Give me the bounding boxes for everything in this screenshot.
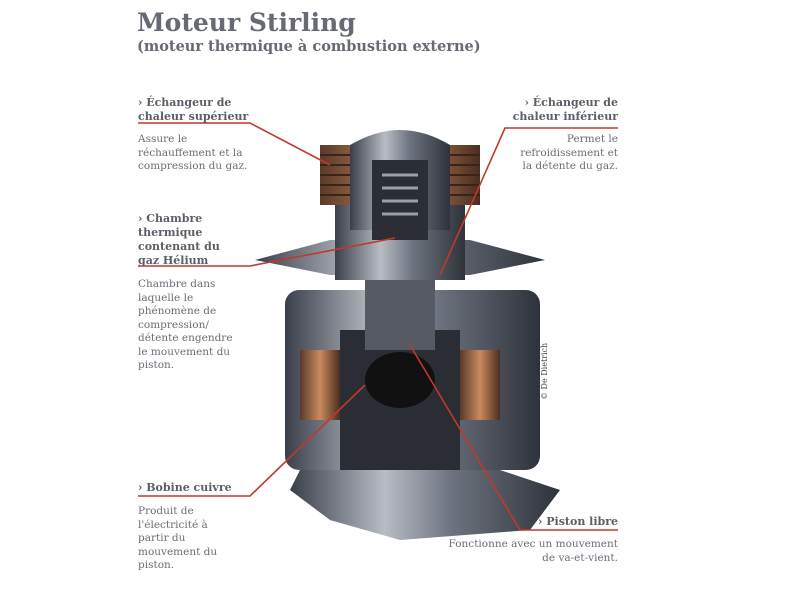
page-title: Moteur Stirling (137, 8, 356, 37)
label-copper-coil: › Bobine cuivre (138, 481, 232, 494)
label-lower-exchanger: › Échangeur de chaleur inférieur (512, 96, 618, 123)
engine-top (320, 130, 480, 240)
desc-upper-exchanger: Assure le réchauffement et la compressio… (138, 133, 248, 172)
label-upper-exchanger: › Échangeur de chaleur supérieur (138, 96, 249, 123)
engine-base (285, 280, 560, 540)
photo-credit: © De Dietrich (540, 342, 549, 400)
label-thermal-chamber: › Chambre thermique contenant du gaz Hél… (138, 212, 220, 267)
desc-thermal-chamber: Chambre dans laquelle le phénomène de co… (138, 278, 233, 371)
desc-free-piston: Fonctionne avec un mouvement de va-et-vi… (448, 538, 618, 564)
label-free-piston: › Piston libre (538, 515, 618, 528)
leader-lines (138, 122, 618, 531)
desc-lower-exchanger: Permet le refroidissement et la détente … (520, 133, 618, 172)
page-subtitle: (moteur thermique à combustion externe) (137, 38, 481, 55)
desc-copper-coil: Produit de l'électricité à partir du mou… (138, 505, 218, 571)
